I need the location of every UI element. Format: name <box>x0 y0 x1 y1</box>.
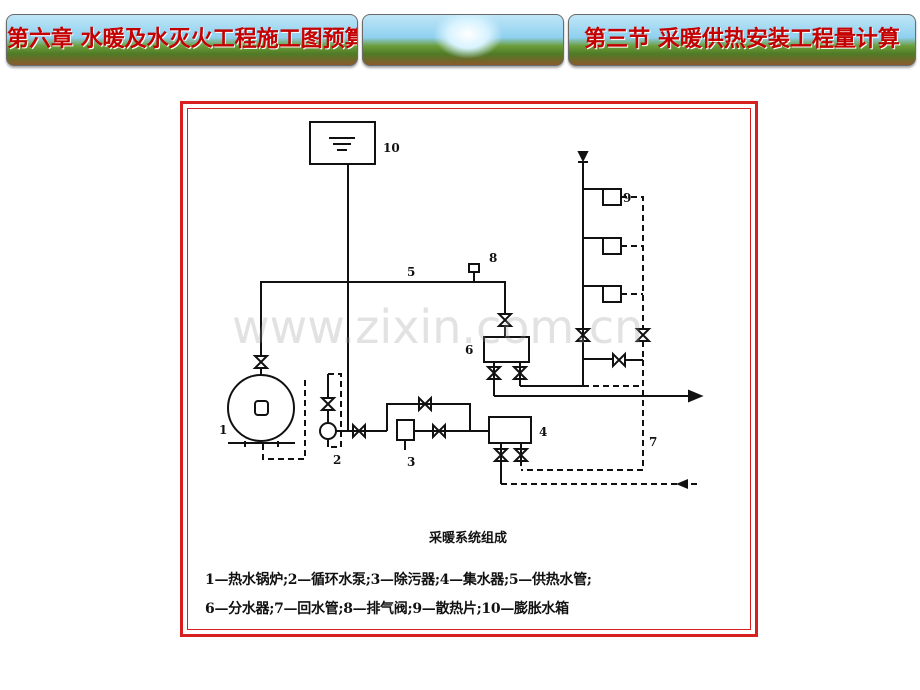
section-title: 第三节 采暖供热安装工程量计算 <box>584 26 900 52</box>
diagram-frame-inner-border <box>187 108 751 630</box>
expansion-tank <box>309 121 376 165</box>
diagram-frame: 10 5 8 6 9 1 2 3 4 7 采暖系统组成 1—热水锅炉;2—循环水… <box>180 101 758 637</box>
heating-system-diagram: 10 5 8 6 9 1 2 3 4 7 <box>219 121 704 489</box>
supply-main-pipe <box>260 281 506 356</box>
label-3: 3 <box>407 455 415 469</box>
label-5: 5 <box>407 265 415 279</box>
hot-water-boiler <box>227 374 295 442</box>
label-10: 10 <box>383 141 400 155</box>
chapter-title: 第六章 水暖及水灭火工程施工图预算 <box>7 26 358 52</box>
air-vent-valve <box>468 263 480 273</box>
diagram-caption: 采暖系统组成 <box>428 531 507 546</box>
label-7: 7 <box>649 435 657 449</box>
return-water-pipe <box>521 360 644 471</box>
water-collector <box>488 416 532 444</box>
sun-glow <box>433 15 503 59</box>
riser-valve <box>574 328 592 342</box>
pump-outlet-valve <box>352 422 366 440</box>
label-1: 1 <box>219 423 227 437</box>
circulating-pump <box>319 422 337 440</box>
bypass-valve <box>418 395 432 413</box>
distributor-inlet-valve <box>496 313 514 327</box>
label-9: 9 <box>623 191 631 205</box>
radiator-1 <box>602 188 622 206</box>
legend-line-2: 6—分水器;7—回水管;8—排气阀;9—散热片;10—膨胀水箱 <box>205 601 569 617</box>
chapter-title-banner: 第六章 水暖及水灭火工程施工图预算 <box>6 14 358 66</box>
return-riser-dashed <box>621 196 644 329</box>
watermark: www.zixin.com.cn <box>232 300 644 354</box>
section-title-banner: 第三节 采暖供热安装工程量计算 <box>568 14 916 66</box>
label-2: 2 <box>333 453 341 467</box>
label-6: 6 <box>465 343 473 357</box>
boiler-valve <box>252 355 270 369</box>
label-4: 4 <box>539 425 547 439</box>
dirt-separator <box>396 419 415 441</box>
decorative-landscape-banner <box>362 14 564 66</box>
radiator-2 <box>602 237 622 255</box>
legend-line-1: 1—热水锅炉;2—循环水泵;3—除污器;4—集水器;5—供热水管; <box>205 572 592 588</box>
label-8: 8 <box>489 251 497 265</box>
water-distributor <box>483 336 530 363</box>
